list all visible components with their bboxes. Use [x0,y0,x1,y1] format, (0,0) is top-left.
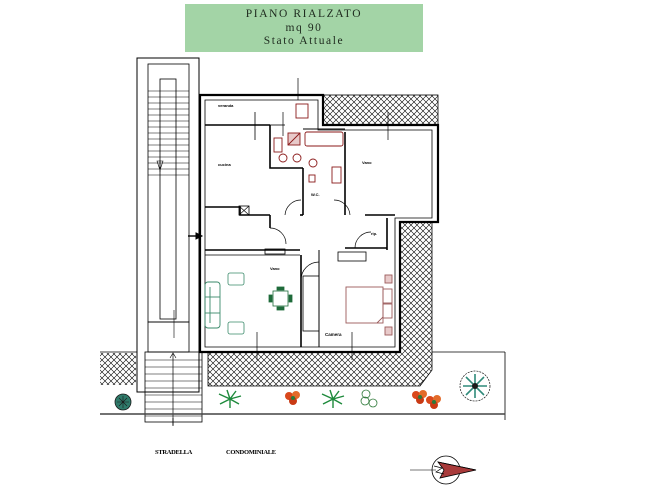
palm-icon [321,389,345,408]
label-veranda: veranda [218,103,234,108]
label-camera: Camera [325,332,342,337]
walls [188,78,440,360]
street-label-2: CONDOMINIALE [226,449,276,456]
bush-outline-icon [360,389,378,408]
doors [238,199,372,281]
sofa [204,281,221,329]
label-vano-living: Vano [270,266,280,271]
label-wc: W.C. [311,192,320,197]
flower-bush-icon [285,391,300,405]
entrance-steps [144,351,203,425]
label-cucina: cucina [218,162,231,167]
room-labels: veranda cucina W.C. Vano rip. Vano Camer… [218,103,377,337]
shrub-icon [114,393,132,411]
label-vano-top: Vano [362,160,372,165]
title-area: mq 90 [285,21,323,34]
palm-icon [218,389,242,408]
title-box: PIANO RIALZATO mq 90 Stato Attuale [185,4,423,52]
staircase [136,57,200,393]
street-label-1: STRADELLA [155,449,193,456]
living-furniture [204,272,293,335]
label-rip: rip. [371,231,377,236]
hatched-terrace [100,94,439,387]
flower-bush-icon [426,395,441,409]
tree-icon [459,370,491,402]
armchairs [227,272,245,335]
title-status: Stato Attuale [263,35,345,47]
compass-icon [410,455,477,485]
garden-plants [114,370,491,411]
dining-table [268,286,293,311]
bathroom-fixtures [273,103,344,184]
bedroom-furniture [345,274,393,336]
garden-boundary [100,351,506,420]
title-floor: PIANO RIALZATO [245,8,363,20]
flower-bush-icon [412,390,427,404]
